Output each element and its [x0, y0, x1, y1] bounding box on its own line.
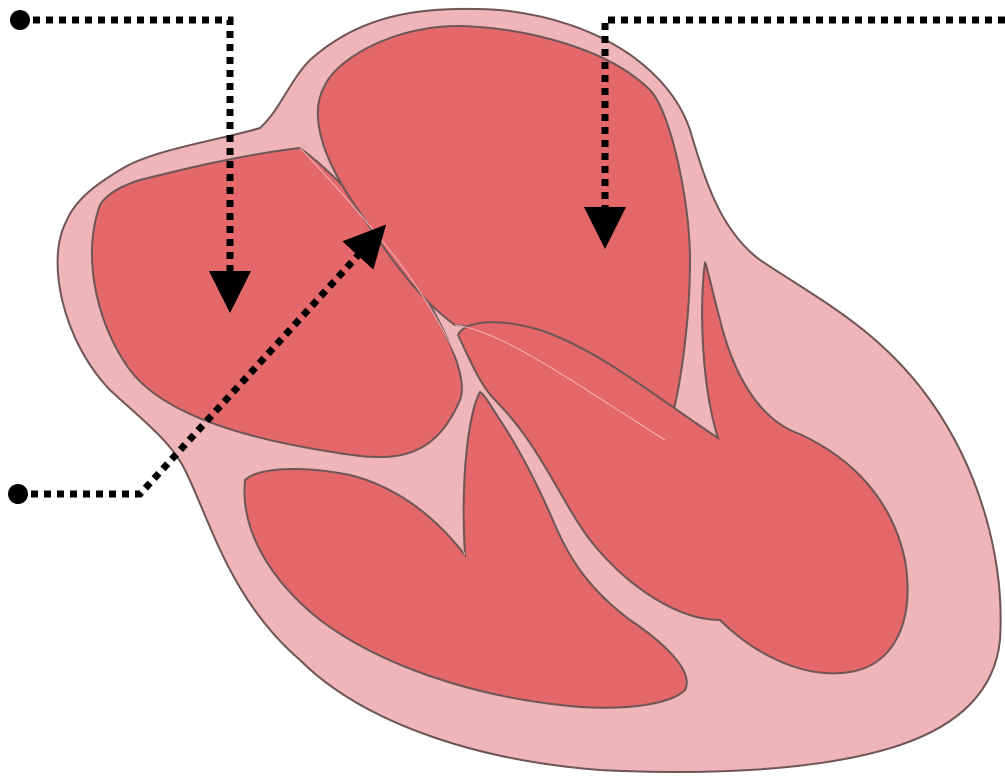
heart-diagram [0, 0, 1005, 779]
